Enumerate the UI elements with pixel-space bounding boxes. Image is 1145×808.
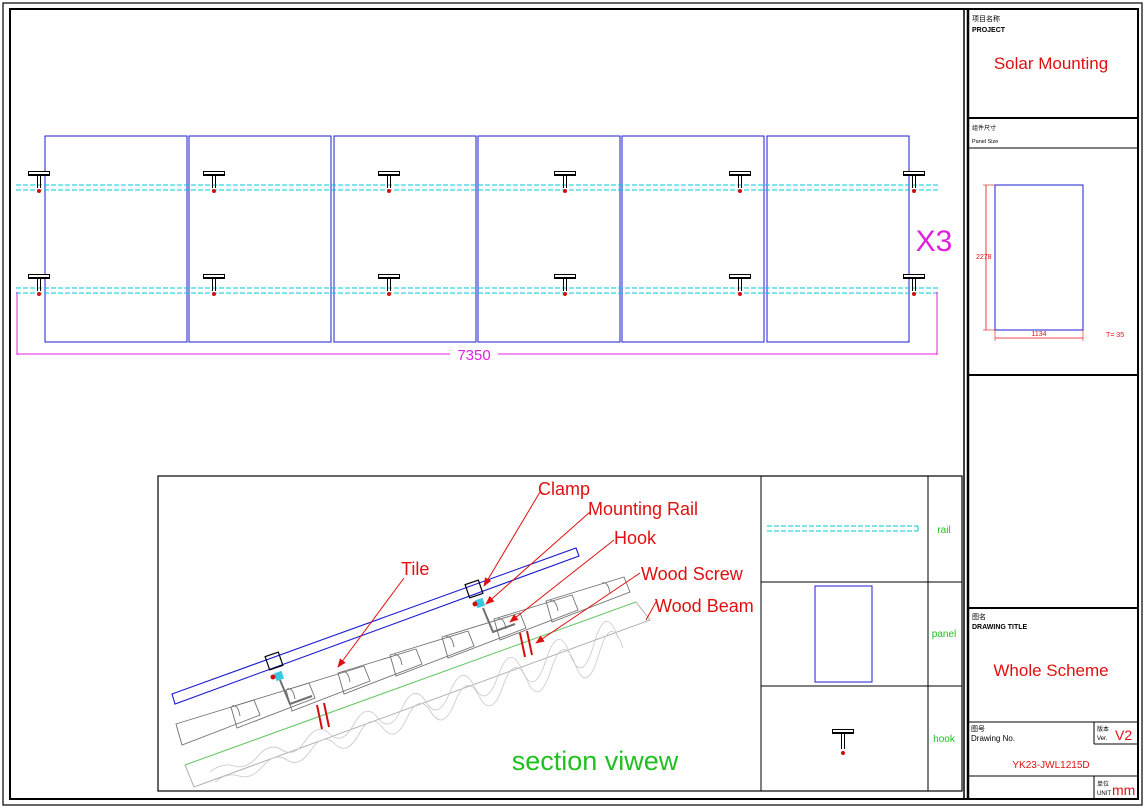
project-label-cn: 项目名称 [972,14,1000,23]
panel-array [44,135,910,343]
roof-hook [729,274,751,296]
project-name: Solar Mounting [994,54,1108,73]
roof-tile [175,699,261,746]
panel-width-dimension: 1134 [1031,331,1046,338]
plan-view: 7350 X3 [16,135,953,364]
roof-hook [28,274,50,296]
roof-hook [903,274,925,296]
legend-rail-symbol [767,525,919,532]
section-caption: section viwew [512,746,679,776]
callout-clamp: Clamp [483,479,590,587]
title-block: 项目名称 PROJECT Solar Mounting 组件尺寸 Panel S… [963,9,1138,799]
callout-hook-label: Hook [614,528,657,548]
roof-tile [230,682,316,729]
panel-height-dimension: 2278 [976,254,992,261]
section-drawing: Clamp Mounting Rail Hook Tile Wood Screw… [171,479,754,788]
roof-tile [545,576,631,623]
roof-hook [903,171,925,193]
legend: rail panel hook [767,525,956,755]
solar-panel [333,135,477,343]
panel-size-label-en: Panel Size [972,139,998,145]
solar-panel [188,135,332,343]
callout-wood-beam: Wood Beam [645,596,754,621]
roof-hook [28,171,50,193]
callout-hook: Hook [509,528,657,623]
callout-clamp-label: Clamp [538,479,590,499]
roof-hook [378,171,400,193]
version-label-cn: 版本 [1097,725,1109,733]
solar-panel [477,135,621,343]
legend-hook-symbol [832,729,854,755]
drawing-number: YK23-JWL1215D [1012,760,1089,771]
inner-frame [9,8,1139,800]
roof-hook [378,274,400,296]
total-length-label: 7350 [457,347,490,364]
roof-hook [729,171,751,193]
solar-panel [766,135,910,343]
roof-tile [337,648,423,695]
multiplier-label: X3 [916,225,953,258]
wood-beam [184,601,651,788]
drawing-no-label-en: Drawing No. [971,734,1015,743]
drawing-title-label-en: DRAWING TITLE [972,624,1028,631]
roof-hook [554,171,576,193]
legend-hook-label: hook [933,734,956,745]
clamp-assembly [464,579,533,658]
roof-hook [554,274,576,296]
callout-mounting-rail-label: Mounting Rail [588,499,698,519]
panel-section [171,547,580,705]
callout-tile-label: Tile [401,559,429,579]
legend-rail-label: rail [937,525,950,536]
drawing-title-label-cn: 图名 [972,612,986,621]
project-label-en: PROJECT [972,27,1006,34]
callout-wood-beam-label: Wood Beam [655,596,754,616]
panel-thickness: T= 35 [1106,332,1124,339]
roof-tile [389,630,475,677]
roof-hook [203,274,225,296]
callout-tile: Tile [337,559,429,668]
callout-mounting-rail: Mounting Rail [485,499,698,605]
clamp-assembly [264,651,330,730]
panel-size-label-cn: 组件尺寸 [972,124,996,132]
mounting-rail-lower [16,287,938,294]
unit-label-en: UNIT [1097,791,1111,797]
roof-tiles [175,576,631,746]
solar-panel [621,135,765,343]
callout-wood-screw: Wood Screw [535,564,744,644]
callout-wood-screw-label: Wood Screw [641,564,744,584]
section-box [157,475,963,792]
drawing-no-label-cn: 图号 [971,725,985,733]
unit-value: mm [1112,782,1135,798]
legend-panel-symbol [814,585,873,683]
roof-hook [203,171,225,193]
roof-tile [493,594,579,641]
length-dimension: 7350 [16,292,938,364]
solar-panel [44,135,188,343]
panel-size-rect [994,184,1084,331]
unit-label-cn: 单位 [1097,780,1109,788]
legend-panel-label: panel [932,629,956,640]
version-value: V2 [1115,727,1132,743]
drawing-title: Whole Scheme [993,661,1108,680]
mounting-rail-upper [16,184,938,191]
version-label-en: Ver. [1097,736,1108,742]
